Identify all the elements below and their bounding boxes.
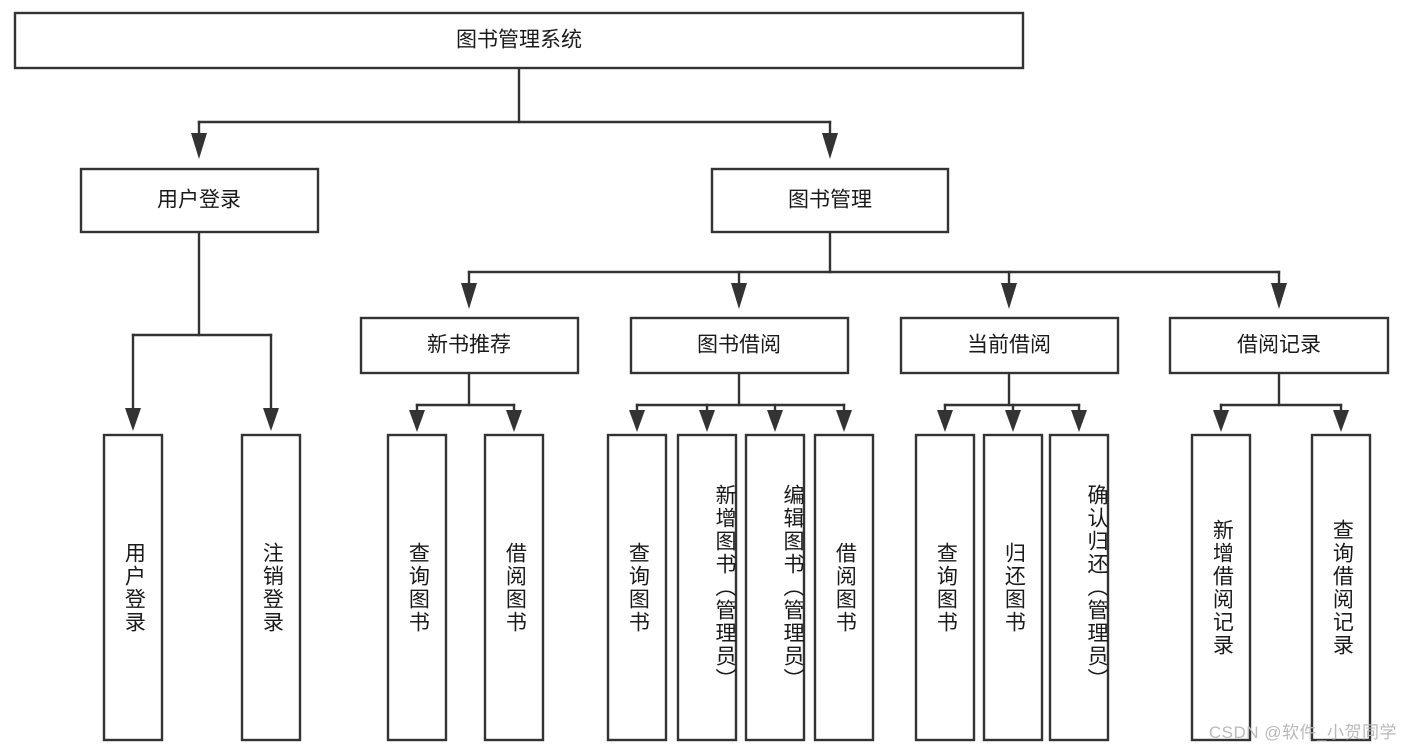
connector-group-current-borrow	[937, 371, 1087, 432]
node-book-borrow-label: 图书借阅	[697, 334, 781, 357]
connector-group-borrow-record	[1213, 371, 1349, 432]
node-borrow-record-box[interactable]	[1168, 316, 1390, 375]
node-root-label: 图书管理系统	[456, 29, 582, 52]
node-borrow-record-label: 借阅记录	[1237, 334, 1321, 357]
node-current-borrow-box[interactable]	[899, 316, 1120, 375]
leaf-box-confirm-return-admin[interactable]	[1048, 433, 1110, 742]
leaf-box-query-book-current[interactable]	[914, 433, 976, 742]
arrow-head-leaf-user-login	[125, 408, 141, 431]
node-user-login[interactable]: 用户登录	[79, 167, 320, 234]
arrow-head-borrow-record	[1271, 283, 1287, 309]
node-current-borrow-label: 当前借阅	[967, 334, 1051, 357]
node-book-borrow[interactable]: 图书借阅	[629, 316, 850, 375]
leaf-box-query-book-recommend[interactable]	[386, 433, 448, 742]
arrow-head-leaf-borrow-book	[836, 410, 852, 432]
node-root[interactable]: 图书管理系统	[13, 11, 1025, 70]
node-book-management-label: 图书管理	[788, 189, 872, 212]
arrow-head-leaf-query-book-borrow	[629, 410, 645, 432]
node-new-book-recommend[interactable]: 新书推荐	[359, 316, 580, 375]
arrow-head-leaf-borrow-book-recommend	[506, 410, 522, 432]
node-root-box[interactable]	[13, 11, 1025, 70]
arrow-head-current-borrow	[1001, 283, 1017, 309]
leaf-box-borrow-book[interactable]	[813, 433, 875, 742]
connector-group-new-book-recommend	[409, 371, 522, 432]
arrow-head-leaf-query-book-recommend	[409, 410, 425, 432]
arrow-head-user-login	[191, 133, 207, 159]
arrow-head-book-management	[822, 133, 838, 159]
node-book-management-box[interactable]	[710, 167, 950, 234]
leaf-box-add-book-admin[interactable]	[676, 433, 738, 742]
node-current-borrow[interactable]: 当前借阅	[899, 316, 1120, 375]
csdn-watermark: CSDN @软件_小贺同学	[1208, 723, 1397, 742]
node-book-borrow-box[interactable]	[629, 316, 850, 375]
arrow-head-leaf-query-borrow-record	[1333, 410, 1349, 432]
arrow-head-book-borrow	[731, 283, 747, 309]
node-user-login-box[interactable]	[79, 167, 320, 234]
arrow-head-new-book-recommend	[461, 283, 477, 309]
leaf-box-borrow-book-recommend[interactable]	[483, 433, 545, 742]
connector-group-book-borrow	[629, 371, 852, 432]
connector-group-root	[191, 66, 838, 159]
arrow-head-leaf-add-book-admin	[699, 410, 715, 432]
node-user-login-label: 用户登录	[157, 189, 241, 212]
arrow-head-leaf-query-book-current	[937, 410, 953, 432]
leaf-box-query-book-borrow[interactable]	[606, 433, 668, 742]
arrow-head-leaf-user-logout	[263, 408, 279, 431]
leaf-box-user-logout[interactable]	[240, 433, 302, 742]
leaf-box-query-borrow-record[interactable]	[1310, 433, 1372, 742]
arrow-head-leaf-edit-book-admin	[767, 410, 783, 432]
leaf-box-add-borrow-record[interactable]	[1190, 433, 1252, 742]
leaf-box-user-login[interactable]	[102, 433, 164, 742]
node-new-book-recommend-box[interactable]	[359, 316, 580, 375]
node-new-book-recommend-label: 新书推荐	[427, 334, 511, 357]
leaf-box-edit-book-admin[interactable]	[744, 433, 806, 742]
connector-group-book-management	[461, 230, 1287, 309]
connector-group-user-login	[125, 230, 279, 431]
leaf-box-return-book[interactable]	[982, 433, 1044, 742]
arrow-head-leaf-confirm-return-admin	[1071, 410, 1087, 432]
arrow-head-leaf-add-borrow-record	[1213, 410, 1229, 432]
arrow-head-leaf-return-book	[1005, 410, 1021, 432]
leaf-boxes	[102, 433, 1372, 742]
node-book-management[interactable]: 图书管理	[710, 167, 950, 234]
node-borrow-record[interactable]: 借阅记录	[1168, 316, 1390, 375]
